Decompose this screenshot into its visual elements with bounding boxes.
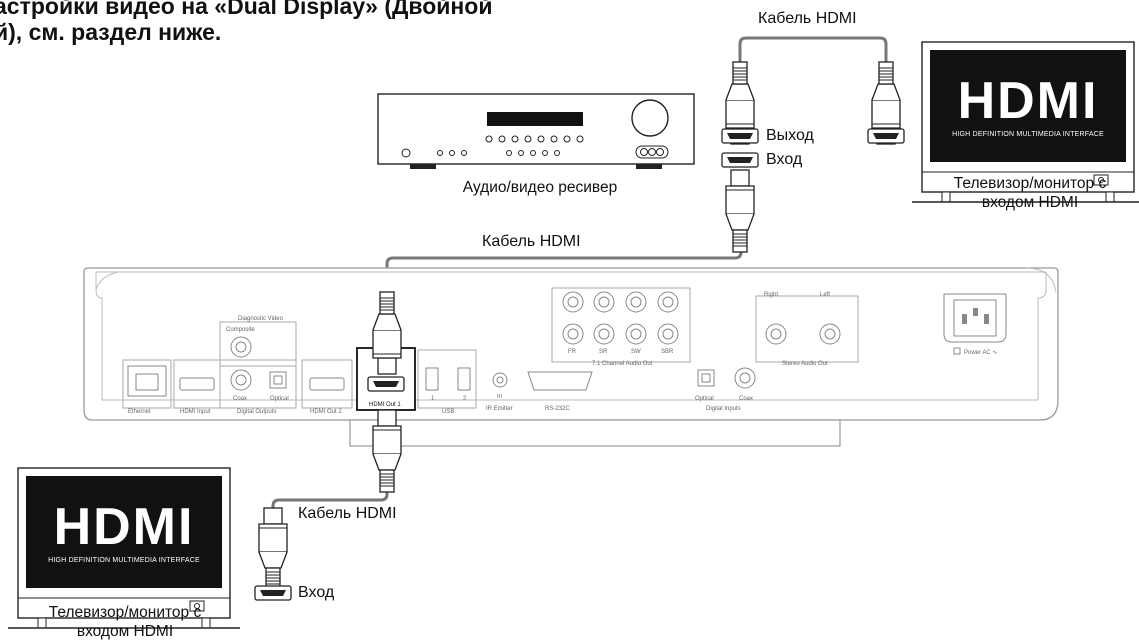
tv-left-socket — [254, 585, 292, 601]
tv-left-hdmi-logo: HDMI HIGH DEFINITION MULTIMEDIA INTERFAC… — [26, 476, 222, 588]
caption-tv-left-1: Телевизор/монитор с — [48, 604, 202, 621]
header-line-2: й), см. раздел ниже. — [0, 19, 222, 45]
label-cable-mid: Кабель HDMI — [482, 233, 581, 250]
label-cable-bottom: Кабель HDMI — [298, 505, 397, 522]
player-hdmi-out1-socket — [367, 376, 405, 392]
tv-right-socket — [867, 128, 905, 144]
caption-tv-right-1: Телевизор/монитор с — [953, 175, 1107, 192]
receiver-in-socket — [721, 152, 759, 168]
receiver-out-socket — [721, 128, 759, 144]
label-cable-top: Кабель HDMI — [758, 10, 857, 27]
hdmi-cables — [271, 36, 888, 514]
caption-tv-right-2: входом HDMI — [981, 194, 1079, 211]
hdmi-logo-mark: HDMI — [957, 71, 1099, 130]
hdmi-logo-tagline: HIGH DEFINITION MULTIMEDIA INTERFACE — [952, 130, 1104, 138]
header-line-1: астройки видео на «Dual Display» (Двойно… — [0, 0, 493, 19]
caption-receiver: Аудио/видео ресивер — [462, 179, 618, 196]
hdmi-logo-tagline: HIGH DEFINITION MULTIMEDIA INTERFACE — [48, 556, 200, 564]
receiver-in-plug — [725, 169, 755, 253]
av-receiver — [377, 93, 695, 169]
label-receiver-in: Вход — [766, 151, 803, 168]
hdmi-logo-mark: HDMI — [53, 497, 195, 556]
label-tv-left-in: Вход — [298, 584, 335, 601]
label-receiver-out: Выход — [766, 127, 814, 144]
tv-right-hdmi-logo: HDMI HIGH DEFINITION MULTIMEDIA INTERFAC… — [930, 50, 1126, 162]
tv-left-plug — [258, 507, 288, 591]
caption-tv-left-2: входом HDMI — [76, 623, 174, 640]
player-rear-panel — [83, 267, 1059, 447]
